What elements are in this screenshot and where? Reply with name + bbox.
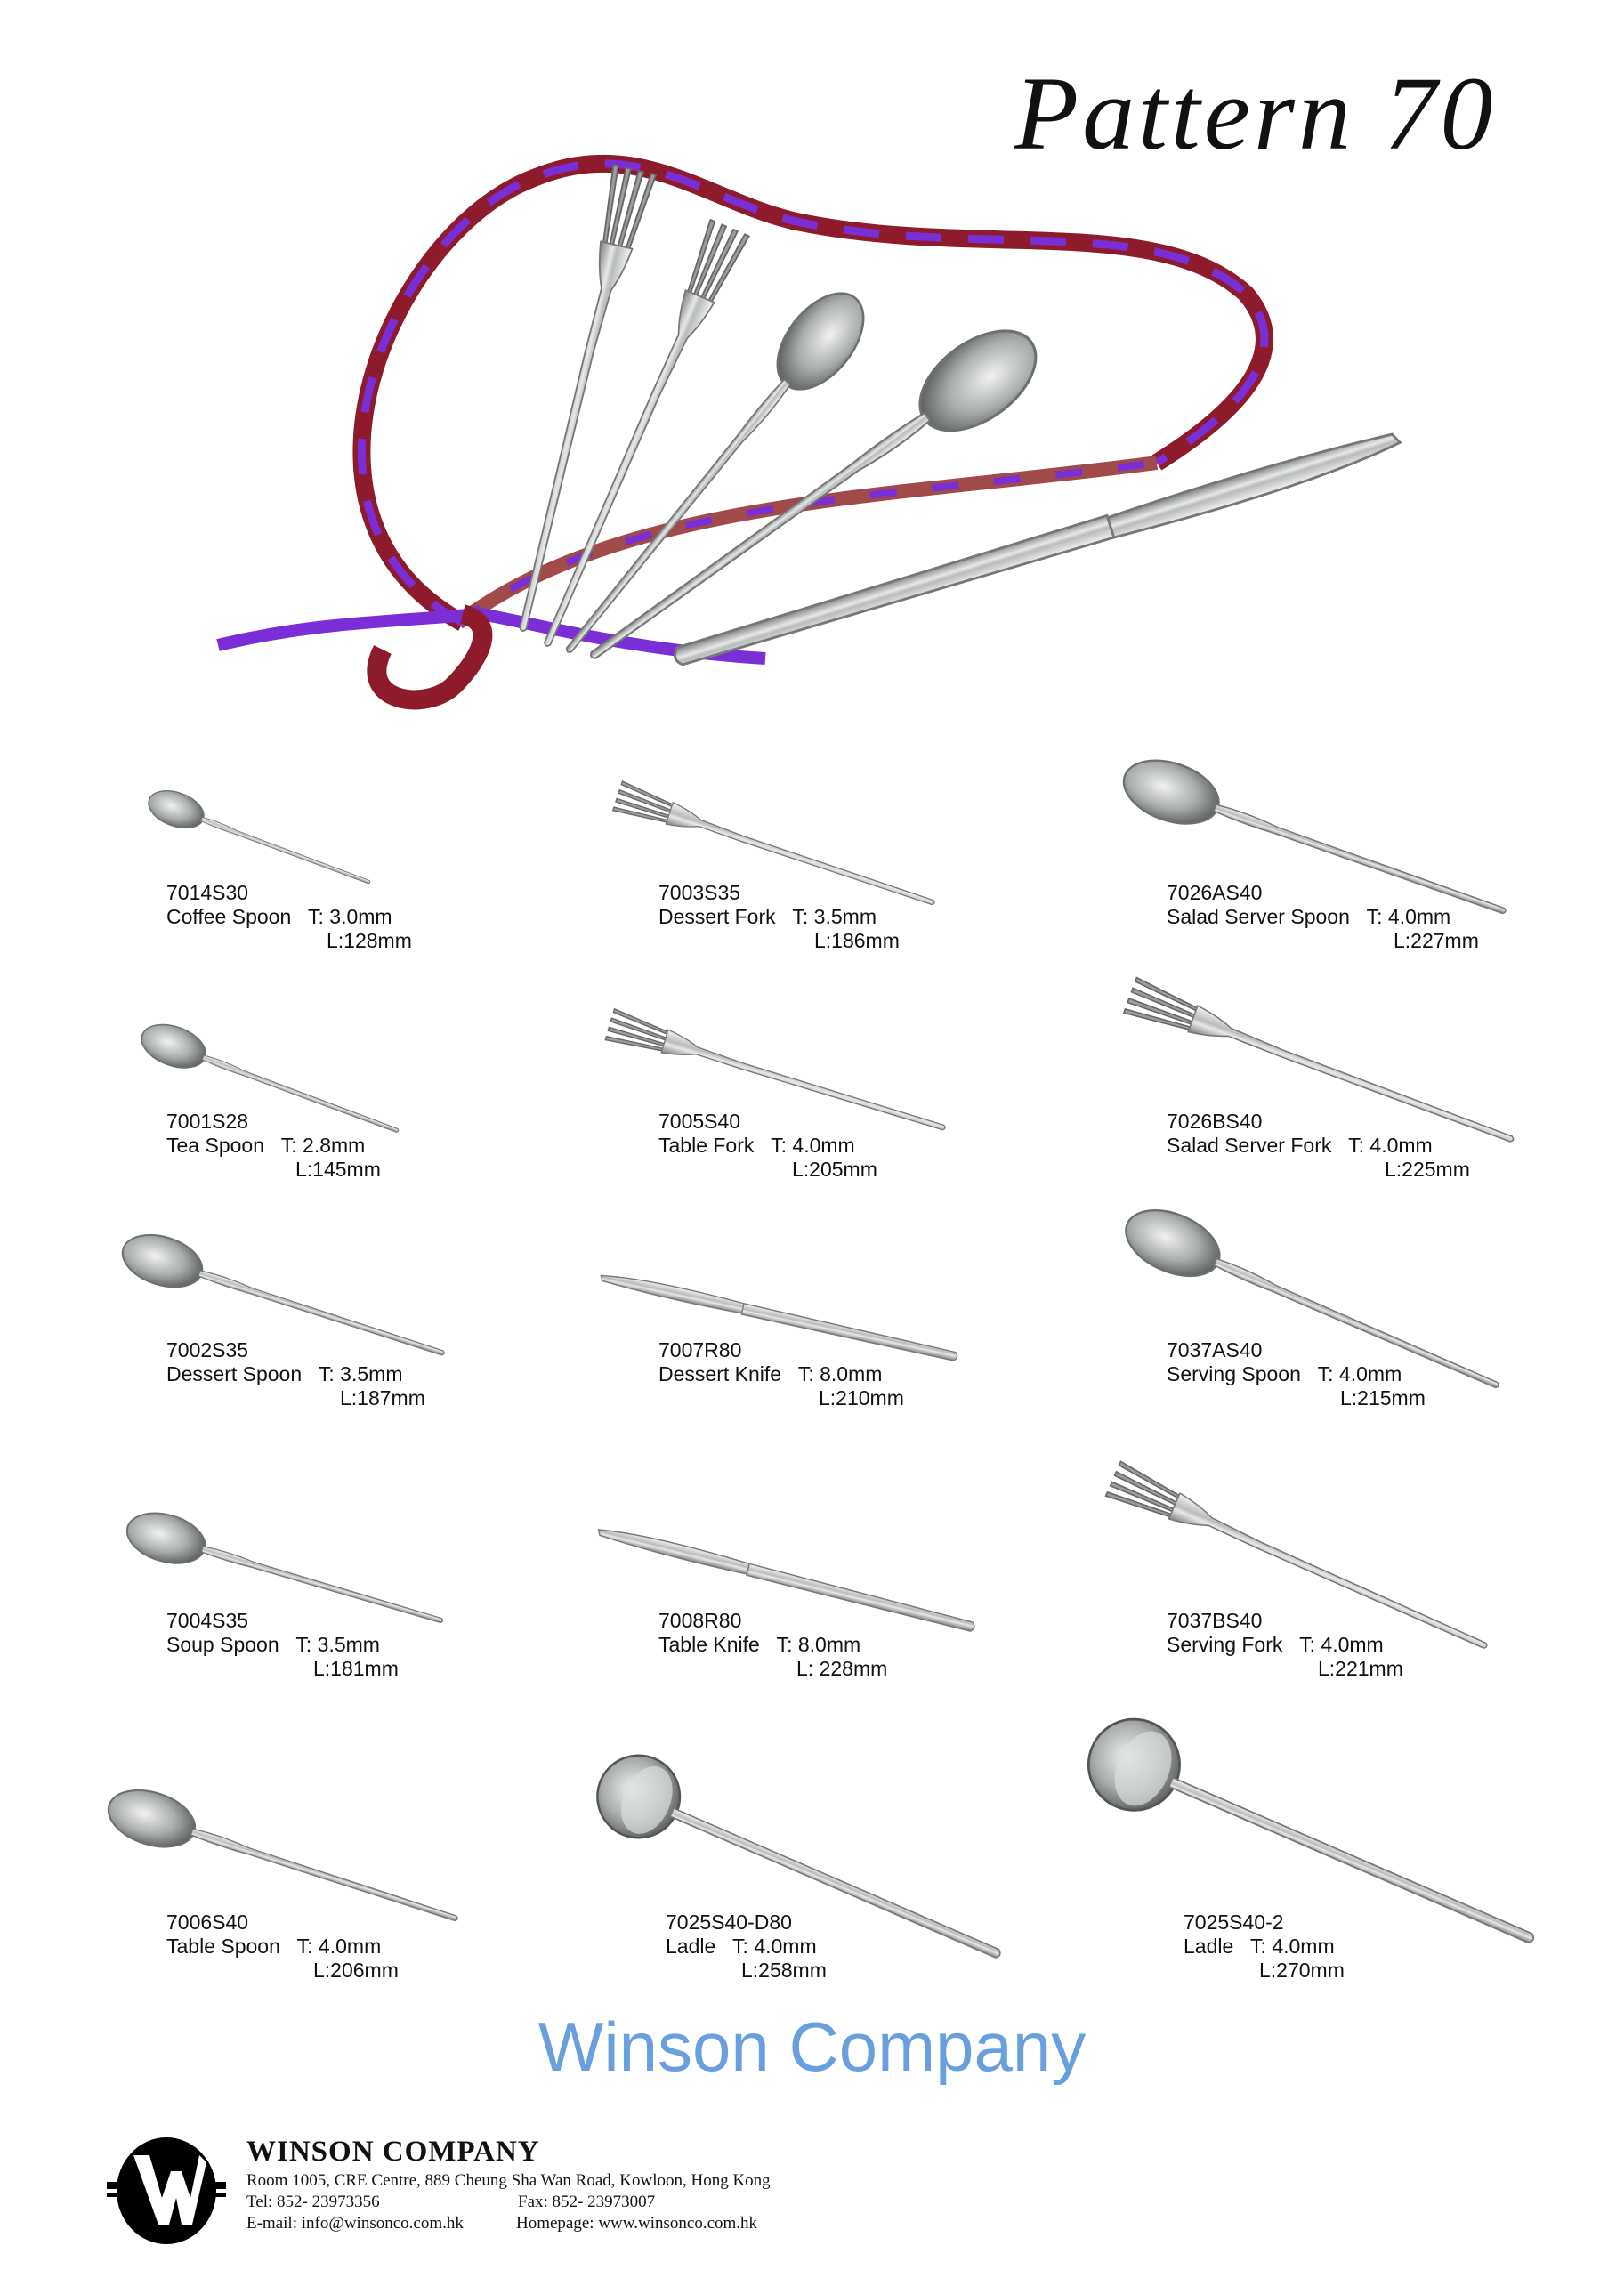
product-length: L:221mm [1318, 1657, 1403, 1680]
product-thickness: T: 8.0mm [776, 1633, 861, 1656]
product-code: 7025S40-D80 [666, 1910, 792, 1934]
product-thickness: T: 4.0mm [1317, 1362, 1402, 1385]
product-length: L: 228mm [796, 1657, 888, 1680]
product-thickness: T: 4.0mm [1299, 1633, 1384, 1656]
watermark-text: Winson Company [537, 2007, 1087, 2086]
hero-photo [0, 0, 1624, 730]
product-name: Dessert Spoon [166, 1362, 303, 1385]
product-code: 7002S35 [166, 1338, 249, 1361]
product-thickness: T: 4.0mm [771, 1134, 855, 1157]
product-length: L:258mm [741, 1959, 827, 1982]
product-thickness: T: 3.0mm [308, 905, 392, 928]
product-code: 7005S40 [658, 1110, 741, 1133]
product-length: L:206mm [313, 1959, 399, 1982]
product-length: L:181mm [313, 1657, 399, 1680]
product-name: Salad Server Spoon [1167, 905, 1350, 928]
product-thickness: T: 4.0mm [1250, 1935, 1335, 1958]
product-name: Serving Fork [1167, 1633, 1283, 1656]
product-name: Soup Spoon [166, 1633, 279, 1656]
product-length: L:186mm [814, 929, 900, 952]
product-name: Dessert Knife [658, 1362, 782, 1385]
ribbon-heart-image [216, 154, 1273, 710]
company-address: Room 1005, CRE Centre, 889 Cheung Sha Wa… [246, 2171, 771, 2190]
product-code: 7037AS40 [1167, 1338, 1263, 1361]
company-name: WINSON COMPANY [246, 2136, 540, 2168]
company-email[interactable]: E-mail: info@winsonco.com.hk [246, 2214, 464, 2233]
company-fax: Fax: 852- 23973007 [518, 2193, 656, 2211]
product-thickness: T: 4.0mm [1366, 905, 1451, 928]
product-thickness: T: 4.0mm [1348, 1134, 1433, 1157]
product-name: Dessert Fork [658, 905, 776, 928]
product-length: L:270mm [1259, 1959, 1345, 1982]
product-length: L:215mm [1340, 1386, 1426, 1410]
product-length: L:187mm [340, 1386, 425, 1410]
product-length: L:225mm [1385, 1158, 1470, 1181]
product-thickness: T: 3.5mm [318, 1362, 403, 1385]
product-code: 7037BS40 [1167, 1609, 1263, 1632]
page-title: Pattern 70 [1014, 55, 1497, 172]
product-code: 7001S28 [166, 1110, 249, 1133]
product-name: Coffee Spoon [166, 905, 292, 928]
product-name: Tea Spoon [166, 1134, 264, 1157]
product-thickness: T: 4.0mm [296, 1935, 382, 1958]
product-name: Ladle [666, 1935, 716, 1958]
product-code: 7026AS40 [1167, 881, 1263, 904]
product-thickness: T: 2.8mm [280, 1134, 366, 1157]
product-code: 7003S35 [658, 881, 741, 904]
winson-logo-icon [107, 2137, 226, 2244]
product-thickness: T: 3.5mm [295, 1633, 380, 1656]
product-code: 7006S40 [166, 1910, 249, 1934]
company-homepage[interactable]: Homepage: www.winsonco.com.hk [516, 2214, 758, 2233]
product-code: 7007R80 [658, 1338, 742, 1361]
product-length: L:205mm [792, 1158, 877, 1181]
product-code: 7004S35 [166, 1609, 249, 1632]
product-thickness: T: 8.0mm [797, 1362, 883, 1385]
product-length: L:227mm [1394, 929, 1479, 952]
product-name: Salad Server Fork [1167, 1134, 1332, 1157]
product-length: L:128mm [327, 929, 412, 952]
product-name: Ladle [1184, 1935, 1234, 1958]
product-name: Table Fork [658, 1134, 755, 1157]
product-name: Serving Spoon [1167, 1362, 1301, 1385]
product-length: L:210mm [819, 1386, 904, 1410]
product-name: Table Spoon [166, 1935, 280, 1958]
product-code: 7008R80 [658, 1609, 742, 1632]
product-thickness: T: 4.0mm [732, 1935, 817, 1958]
product-length: L:145mm [295, 1158, 381, 1181]
company-telephone: Tel: 852- 23973356 [246, 2193, 380, 2211]
product-code: 7026BS40 [1167, 1110, 1263, 1133]
product-name: Table Knife [658, 1633, 760, 1656]
product-code: 7014S30 [166, 881, 249, 904]
product-thickness: T: 3.5mm [792, 905, 877, 928]
product-code: 7025S40-2 [1184, 1910, 1284, 1934]
